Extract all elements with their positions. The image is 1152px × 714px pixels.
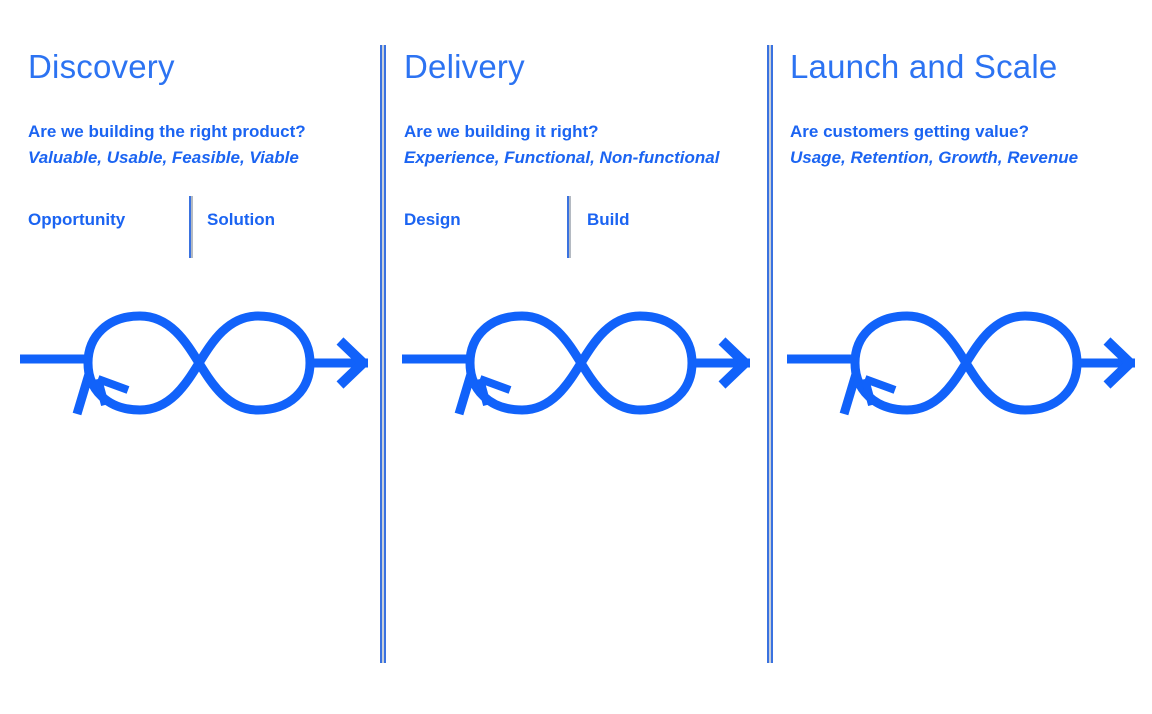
stage-label-build: Build: [587, 210, 630, 229]
column-question: Are customers getting value?: [790, 122, 1030, 141]
infinity-loop-arrow-icon: [787, 311, 1135, 416]
column-criteria: Valuable, Usable, Feasible, Viable: [28, 148, 299, 167]
stage-label-opportunity: Opportunity: [28, 210, 126, 229]
stage-label-design: Design: [404, 210, 461, 229]
column-title: Launch and Scale: [790, 48, 1058, 85]
column-divider: [380, 45, 386, 663]
infinity-loop-arrow-icon: [20, 311, 368, 416]
stage-label-solution: Solution: [207, 210, 275, 229]
column-divider: [767, 45, 773, 663]
column-title: Delivery: [404, 48, 525, 85]
stage-divider: [567, 196, 571, 258]
column-criteria: Experience, Functional, Non-functional: [404, 148, 720, 167]
infinity-loop-arrow-icon: [402, 311, 750, 416]
column-criteria: Usage, Retention, Growth, Revenue: [790, 148, 1079, 167]
stage-divider: [189, 196, 193, 258]
column-title: Discovery: [28, 48, 175, 85]
column-question: Are we building it right?: [404, 122, 599, 141]
column-question: Are we building the right product?: [28, 122, 306, 141]
